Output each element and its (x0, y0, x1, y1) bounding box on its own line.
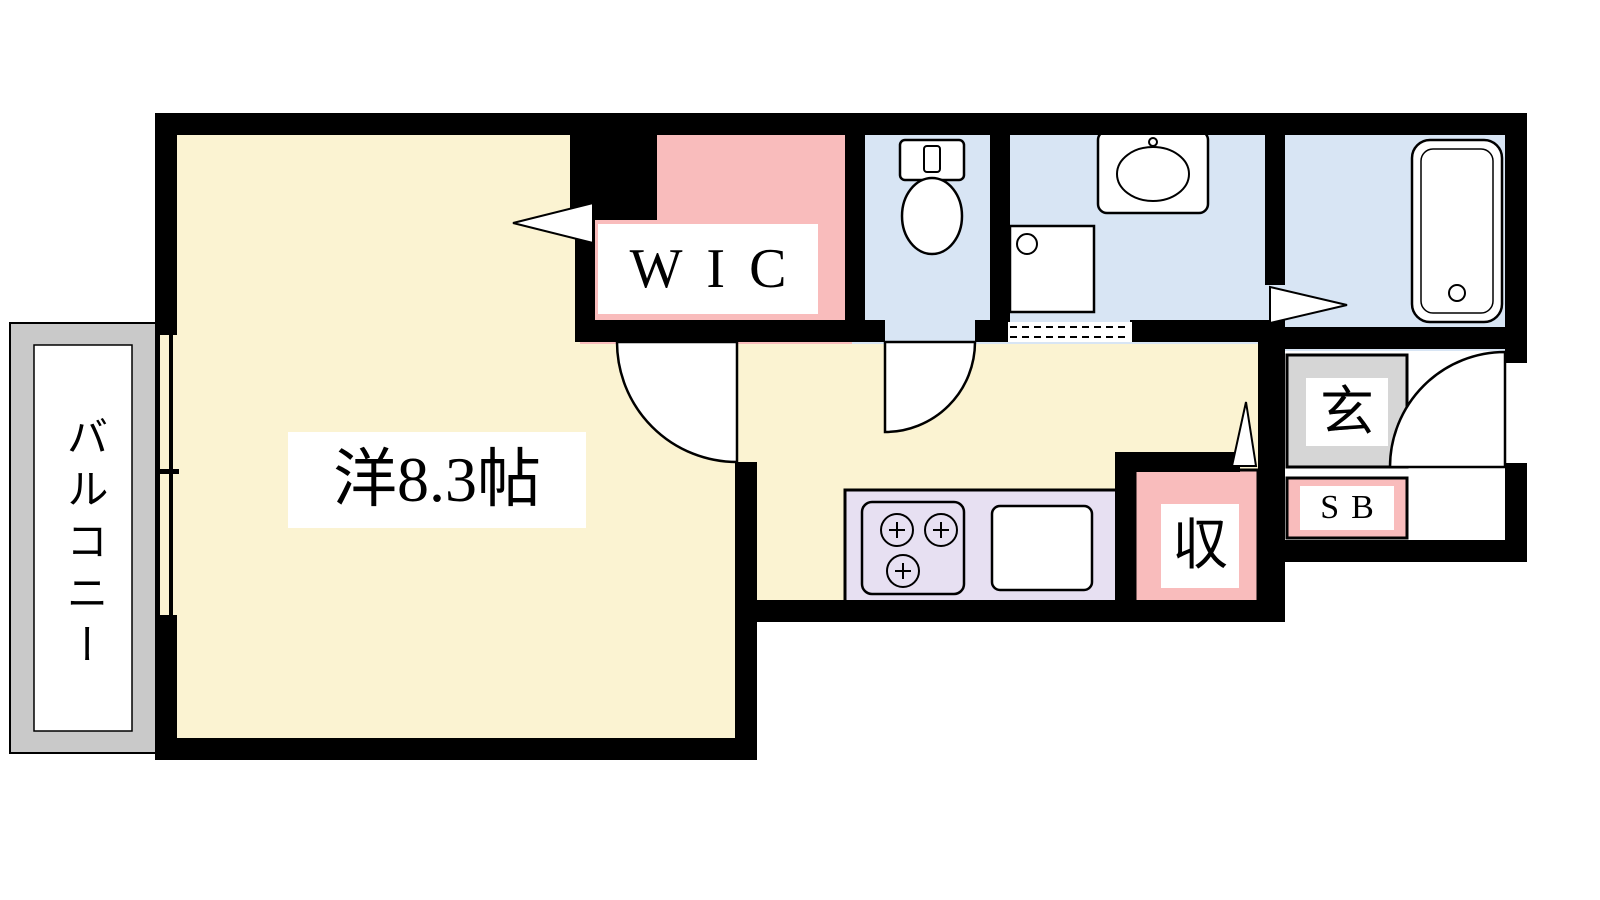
door-arc-entrance (1388, 350, 1507, 469)
entrance-label: 玄 (1306, 378, 1388, 446)
wall-toilet-left (845, 113, 865, 342)
walls (155, 113, 1527, 760)
washbasin-icon (1096, 129, 1210, 215)
kitchen-sink-icon (990, 504, 1094, 592)
door-arc-main-room (615, 340, 739, 464)
wall-left-upper (155, 113, 177, 335)
wall-toilet-bottom-left (865, 320, 885, 342)
wall-bottom-main (155, 738, 757, 760)
toilet-icon (898, 138, 966, 256)
wall-entrance-bottom (1285, 540, 1527, 562)
wall-mainroom-right (735, 462, 757, 760)
wall-entrance-left (1258, 342, 1285, 622)
wall-right-lower (1505, 463, 1527, 562)
wall-right-upper (1505, 113, 1527, 363)
wall-left-lower (155, 615, 177, 760)
door-leaf-wic (512, 201, 594, 245)
storage-label: 収 (1161, 504, 1239, 588)
door-arc-toilet (883, 340, 977, 434)
wall-kitchen-bottom (735, 600, 1285, 622)
wall-bathroom-bottom (1265, 327, 1527, 349)
washer-pan-icon (1008, 224, 1096, 314)
balcony-window (139, 335, 179, 617)
wall-bathroom-left (1265, 113, 1285, 285)
window-center-tick (139, 469, 179, 474)
wall-washroom-bottom (1130, 320, 1285, 342)
wall-storage-left (1115, 452, 1135, 622)
walk-in-closet-label: WIC (598, 224, 818, 314)
wall-storage-top (1115, 452, 1240, 472)
balcony-floor (33, 344, 133, 732)
main-room-label: 洋8.3帖 (288, 432, 586, 528)
door-leaf-storage (1230, 401, 1258, 467)
doors (512, 201, 1507, 469)
wall-washroom-left (990, 113, 1010, 342)
balcony-label: バルコニー (60, 415, 106, 675)
accordion-door-washroom (1008, 322, 1132, 342)
door-leaf-bathroom (1269, 285, 1348, 325)
shoe-box-label: SB (1300, 486, 1394, 530)
wall-wic-bottom (575, 320, 845, 342)
wall-top (155, 113, 1527, 135)
bathtub-icon (1410, 138, 1504, 324)
stove-icon (860, 500, 966, 596)
balcony (9, 322, 157, 754)
